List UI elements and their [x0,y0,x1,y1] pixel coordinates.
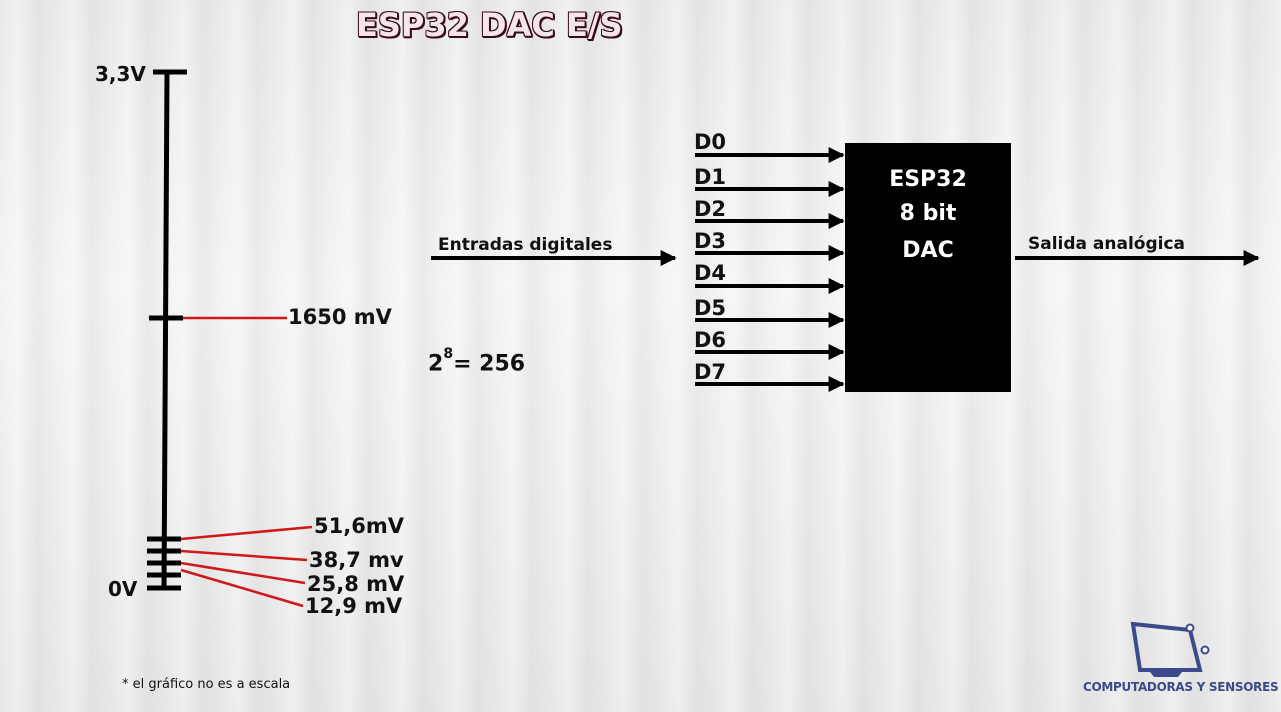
step-label: 12,9 mV [305,594,403,618]
formula-result: = 256 [453,351,526,377]
input-d4: D4 [694,261,727,285]
step-label: 25,8 mV [307,572,405,596]
step-label: 51,6mV [314,514,404,538]
scale-bottom-label: 0V [108,577,138,601]
page-title: ESP32 DAC E/S [356,6,623,44]
esp32-dac-block: ESP32 8 bit DAC [845,143,1011,392]
scale-axis [161,71,170,591]
output-label: Salida analógica [1028,234,1186,254]
step-pointer [180,561,306,585]
step-pointer [180,568,304,608]
input-label: Entradas digitales [438,235,613,255]
step-pointer [180,549,308,562]
input-d7: D7 [694,360,727,384]
step-label: 38,7 mv [309,548,404,572]
resolution-formula: 28= 256 [428,346,526,377]
formula-exponent: 8 [443,346,454,362]
step-pointer [180,525,313,541]
input-d3: D3 [694,229,727,253]
computer-monitor-icon [1130,621,1210,677]
scale-top-label: 3,3V [95,62,146,86]
logo-text: COMPUTADORAS Y SENSORES [1083,680,1279,694]
scale-note: * el gráfico no es a escala [122,677,291,692]
input-d0: D0 [694,130,727,154]
input-d2: D2 [694,197,727,221]
formula-base: 2 [428,351,444,377]
chip-line-3: DAC [902,238,954,263]
chip-line-2: 8 bit [899,201,957,226]
input-d6: D6 [694,328,727,352]
chip-line-1: ESP32 [889,167,967,192]
scale-mid-label: 1650 mV [288,305,392,329]
input-d1: D1 [694,165,727,189]
input-d5: D5 [694,296,727,320]
